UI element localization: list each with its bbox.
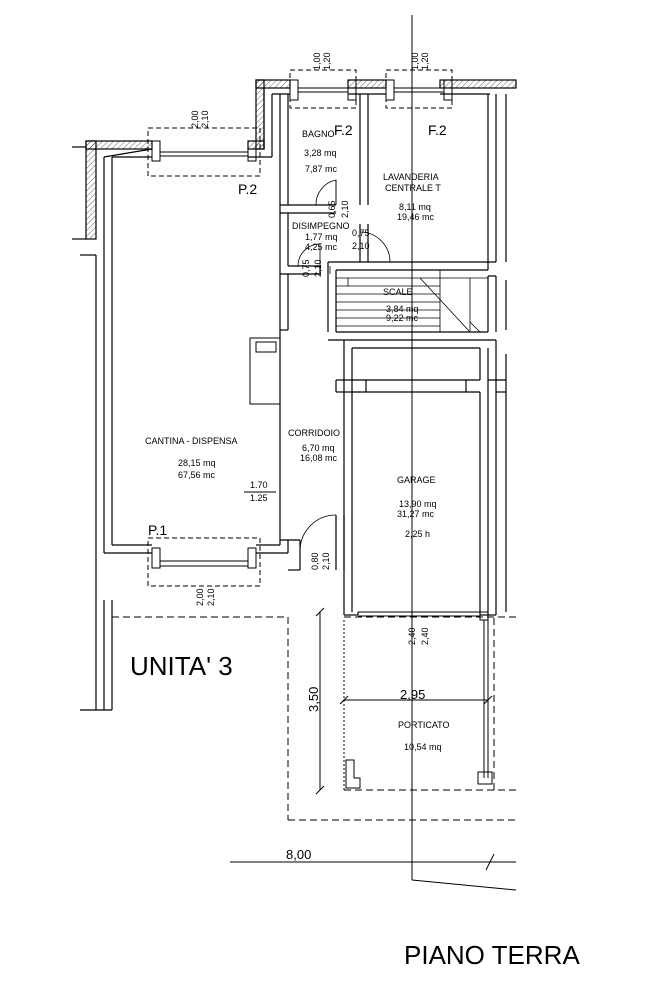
cantina-name: CANTINA - DISPENSA [145,436,238,446]
bagno-volume: 7,87 mc [305,164,338,174]
dim-bagno-door-h: 2,10 [340,200,350,218]
lavanderia-volume: 19,46 mc [397,212,435,222]
exterior-walls [85,79,517,240]
dim-corridor-door-h: 2,10 [313,259,323,277]
dim-garage-door-h: 2,40 [420,627,430,645]
dim-f2-right-w: 1,00 [410,52,420,70]
cantina-window-h: 1.25 [250,493,268,503]
dim-corridor-door-w: 0,75 [301,259,311,277]
interior-walls [72,88,507,711]
cantina-window-w: 1.70 [250,480,268,490]
cantina-area: 28,15 mq [178,458,216,468]
staircase [336,270,488,333]
corridoio-name: CORRIDOIO [288,428,340,438]
corridoio-area: 6,70 mq [302,443,335,453]
scale-area: 3,84 mq [386,304,419,314]
porticato-area: 10,54 mq [404,742,442,752]
dim-disimpegno-door-h: 2,10 [352,241,370,251]
corridoio-volume: 16,08 mc [300,453,338,463]
dim-porticato-width: 2,95 [400,687,425,702]
garage-area: 13,90 mq [399,499,437,509]
doors [297,179,391,552]
cantina-volume: 67,56 mc [178,470,216,480]
dim-p2-h: 2,10 [200,110,210,128]
dim-f2-right-h: 1,20 [420,52,430,70]
dim-f2-left-w: 1,00 [312,52,322,70]
window-tag-f2-left: F.2 [334,122,353,138]
unit-label: UNITA' 3 [130,651,233,681]
appliance-fixture [249,337,281,405]
scale-name: SCALE [383,287,413,297]
dim-p1-w: 2,00 [195,588,205,606]
garage-volume: 31,27 mc [397,509,435,519]
window-tag-p1: P.1 [148,522,167,538]
lavanderia-name-1: LAVANDERIA [383,172,439,182]
dim-p2-w: 2,00 [190,110,200,128]
dimension-labels: 1,00 1,20 1,00 1,20 2,00 2,10 0,65 2,10 … [190,52,430,862]
disimpegno-area: 1,77 mq [305,232,338,242]
window-tag-f2-right: F.2 [428,122,447,138]
dim-bagno-door-w: 0,65 [327,200,337,218]
dim-cantina-door-w: 0,80 [310,552,320,570]
dim-disimpegno-door-w: 0,75 [352,228,370,238]
dim-p1-h: 2,10 [206,588,216,606]
dim-porticato-depth: 3,50 [306,687,321,712]
bagno-area: 3,28 mq [304,148,337,158]
window-frames [147,69,453,587]
window-tag-p2: P.2 [238,181,257,197]
garage-door [343,611,493,790]
scale-volume: 9,22 mc [386,313,419,323]
disimpegno-name: DISIMPEGNO [292,221,350,231]
garage-name: GARAGE [397,475,436,485]
plan-title: PIANO TERRA [404,940,580,970]
room-labels: BAGNO 3,28 mq 7,87 mc LAVANDERIA CENTRAL… [145,129,450,752]
lavanderia-area: 8,11 mq [399,202,431,212]
dim-total-width: 8,00 [286,847,311,862]
dim-garage-door-w: 2,40 [407,627,417,645]
dim-cantina-door-h: 2,10 [321,552,331,570]
dim-f2-left-h: 1,20 [322,52,332,70]
axis-line [230,15,517,891]
window-tags: P.2 P.1 F.2 F.2 [148,122,447,538]
portico-boundary [112,616,516,821]
porticato-name: PORTICATO [398,720,450,730]
garage-height: 2,25 h [405,529,430,539]
disimpegno-volume: 4,25 mc [305,242,338,252]
bagno-name: BAGNO [302,129,335,139]
lavanderia-name-2: CENTRALE T [385,183,441,193]
